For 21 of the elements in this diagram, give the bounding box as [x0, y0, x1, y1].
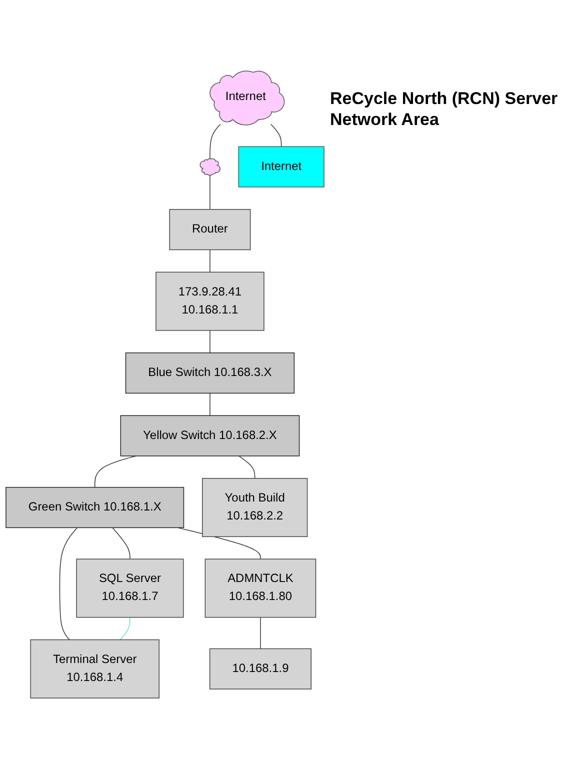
node-box: Internet [238, 146, 324, 187]
node-box: 173.9.28.41 10.168.1.1 [156, 271, 264, 330]
node-box: Yellow Switch 10.168.2.X [120, 414, 300, 456]
connector [120, 616, 130, 640]
connector [210, 123, 221, 158]
node-box: Blue Switch 10.168.3.X [125, 352, 295, 394]
node-box: Router [169, 208, 251, 250]
node-box: SQL Server 10.168.1.7 [76, 558, 184, 618]
node-box: Youth Build 10.168.2.2 [202, 478, 308, 537]
connector [112, 526, 130, 559]
node-box: ADMNTCLK 10.168.1.80 [204, 558, 316, 618]
node-cloud [200, 158, 220, 176]
node-box: 10.168.1.9 [209, 648, 312, 689]
connector [94, 455, 136, 488]
node-box: Terminal Server 10.168.1.4 [30, 638, 160, 698]
diagram-title: ReCycle North (RCN) Server Network Area [330, 88, 559, 130]
connector [270, 123, 282, 147]
connector [59, 526, 78, 640]
connector [260, 616, 261, 649]
node-box: Green Switch 10.168.1.X [6, 486, 184, 528]
connector [238, 455, 256, 478]
